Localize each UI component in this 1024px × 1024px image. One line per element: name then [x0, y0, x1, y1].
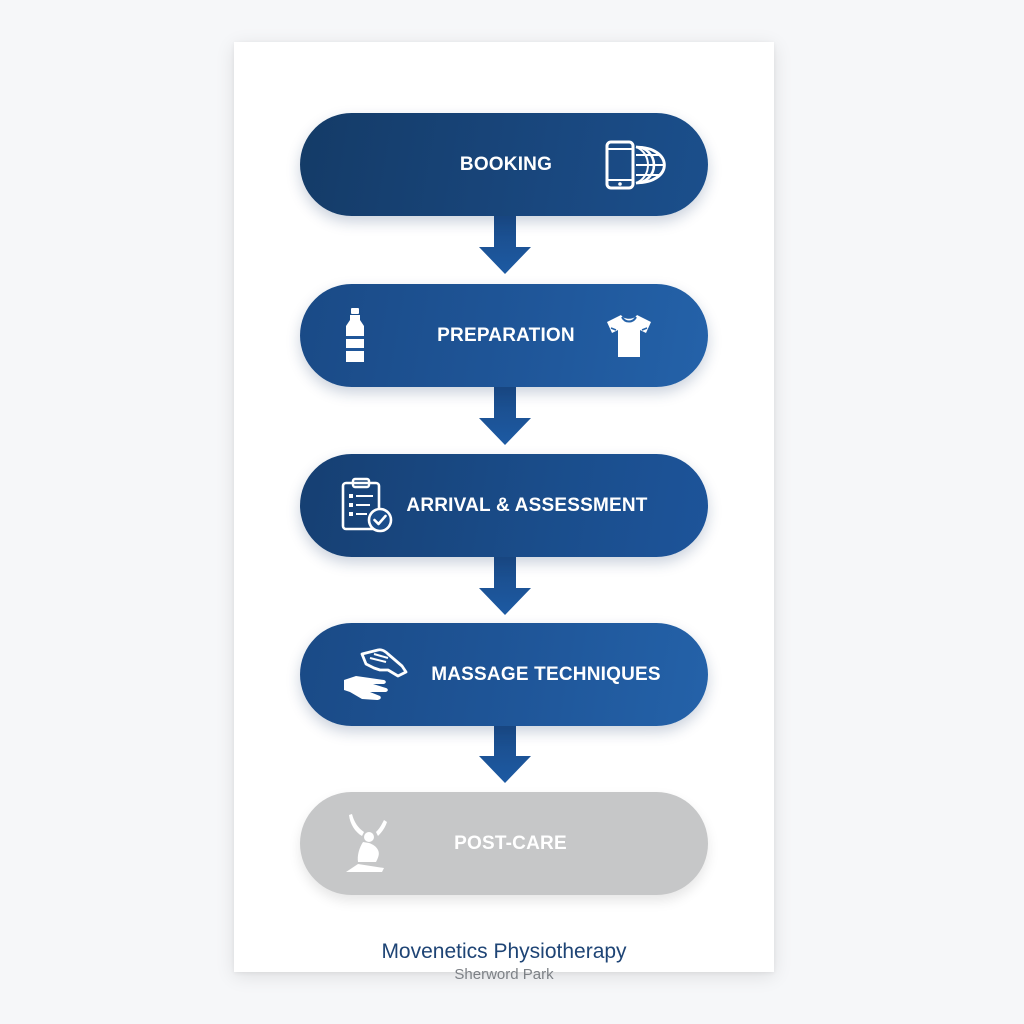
smartphone-icon — [605, 140, 635, 190]
connector-arrow-1 — [479, 214, 531, 274]
globe-icon — [634, 145, 668, 185]
footer-clinic-name: Movenetics Physiotherapy — [381, 940, 627, 963]
clipboard-check-icon — [340, 477, 396, 535]
t-shirt-icon — [605, 313, 653, 359]
step-preparation[interactable]: PREPARATION — [300, 284, 708, 387]
step-arrival-assessment[interactable]: ARRIVAL & ASSESSMENT — [300, 454, 708, 557]
step-post-care[interactable]: POST-CARE — [300, 792, 708, 895]
water-bottle-icon — [344, 307, 366, 364]
step-massage-techniques[interactable]: MASSAGE TECHNIQUES — [300, 623, 708, 726]
step-preparation-label: PREPARATION — [437, 324, 575, 346]
step-massage-techniques-label: MASSAGE TECHNIQUES — [431, 663, 661, 685]
footer-location: Sherword Park — [454, 966, 554, 983]
hands-icon — [340, 646, 410, 704]
step-post-care-label: POST-CARE — [454, 832, 567, 854]
connector-arrow-4 — [479, 723, 531, 783]
stretching-figure-icon — [342, 812, 388, 876]
step-booking-label: BOOKING — [459, 153, 553, 175]
step-arrival-assessment-label: ARRIVAL & ASSESSMENT — [406, 494, 648, 516]
connector-arrow-3 — [479, 555, 531, 615]
step-booking[interactable]: BOOKING — [300, 113, 708, 216]
connector-arrow-2 — [479, 385, 531, 445]
